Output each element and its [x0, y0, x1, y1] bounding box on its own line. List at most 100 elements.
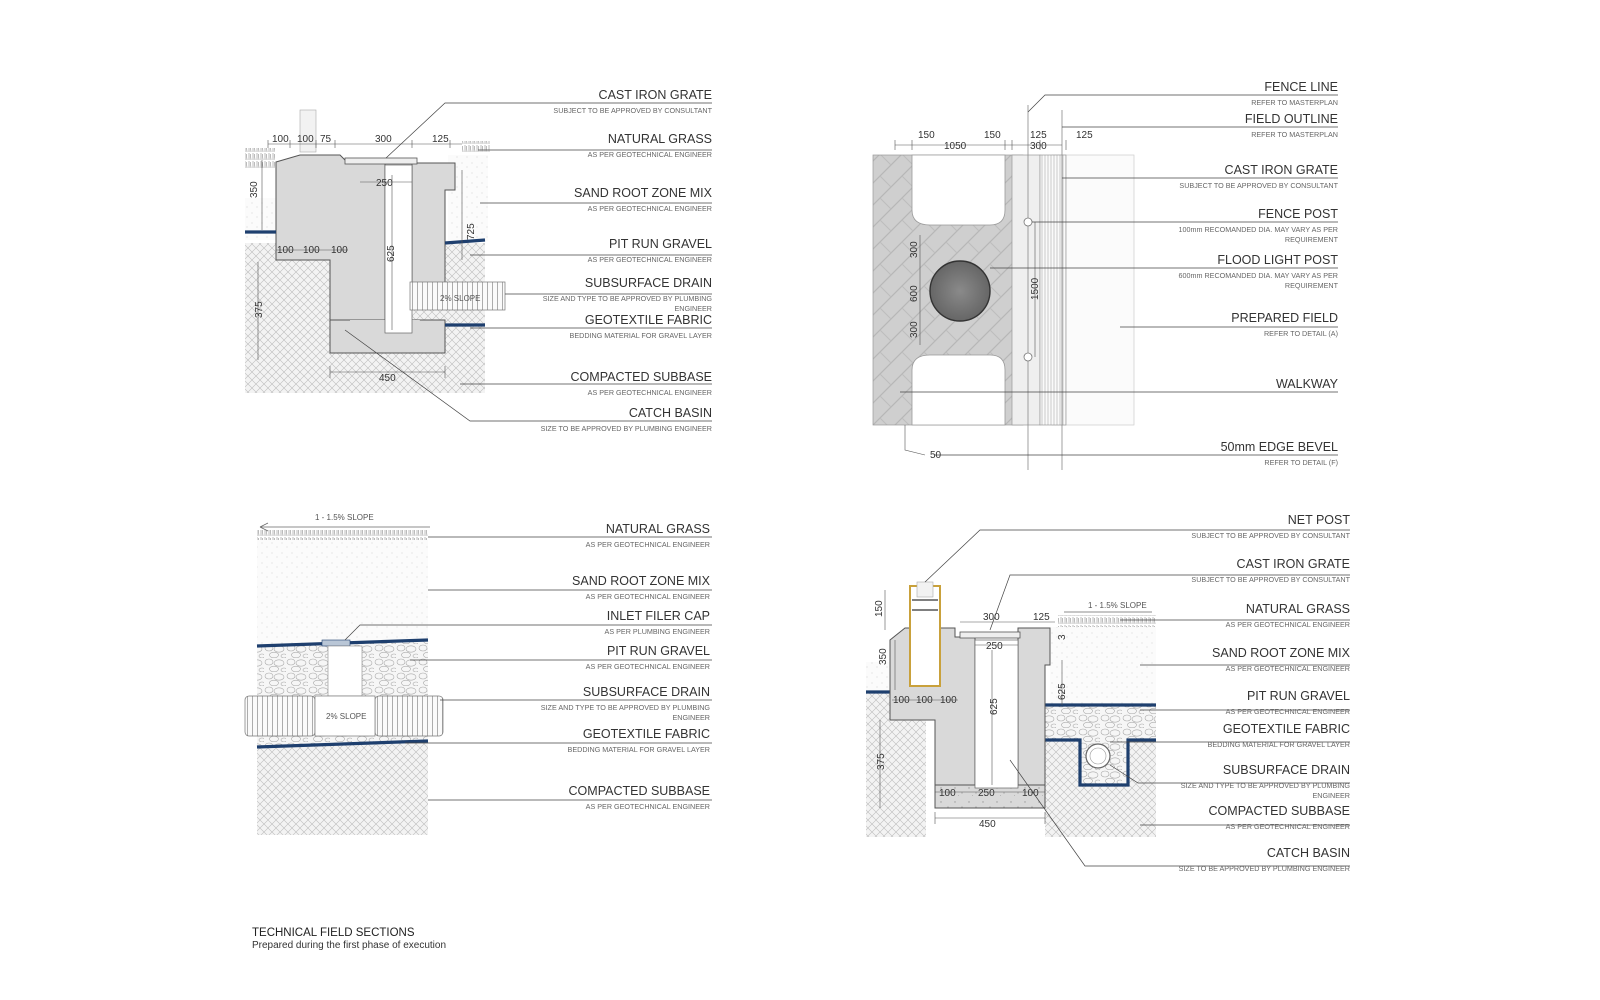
sec1-label-title-0: CAST IRON GRATE	[599, 88, 712, 102]
sec3-label-sub-1: AS PER GEOTECHNICAL ENGINEER	[586, 592, 710, 601]
sec1-label-sub-4: SIZE AND TYPE TO BE APPROVED BY PLUMBING	[543, 294, 713, 303]
sec3-label-title-2: INLET FILER CAP	[607, 609, 710, 623]
sec1-label-sub-3: AS PER GEOTECHNICAL ENGINEER	[588, 255, 712, 264]
subsurface-drain-pipe	[409, 281, 506, 311]
sec2-label-sub-1: REFER TO MASTERPLAN	[1251, 130, 1338, 139]
catch-basin-channel	[384, 164, 413, 334]
pit-run-gravel	[1045, 705, 1156, 740]
dim-100d: 100	[939, 788, 956, 799]
sec1-label-sub-0: SUBJECT TO BE APPROVED BY CONSULTANT	[553, 106, 712, 115]
dim-100e: 100	[1022, 788, 1039, 799]
section-plan-view: 150 1050 150 125 300 125 300 600 300 150…	[872, 80, 1339, 470]
dim-100e: 100	[331, 245, 348, 256]
field-cell-bottom	[911, 354, 1006, 426]
cast-iron-grate	[344, 157, 418, 165]
compacted-subbase	[257, 741, 428, 835]
sec1-label-title-7: CATCH BASIN	[629, 406, 712, 420]
sec4-label-sub-6: SIZE AND TYPE TO BE APPROVED BY PLUMBING	[1181, 781, 1351, 790]
dim-300a: 300	[909, 241, 920, 258]
sheet-subtitle: Prepared during the first phase of execu…	[252, 940, 446, 951]
fence-post-top	[1023, 217, 1033, 227]
leaders-sec3	[344, 536, 712, 801]
dim-725: 725	[466, 223, 477, 240]
dim-125: 125	[432, 134, 449, 145]
dim-125b: 125	[1076, 130, 1093, 141]
dim-300b: 300	[909, 321, 920, 338]
sec2-label-sub-3: 100mm RECOMANDED DIA. MAY VARY AS PER	[1179, 225, 1339, 234]
sec4-label-title-8: CATCH BASIN	[1267, 846, 1350, 860]
sec2-label-title-2: CAST IRON GRATE	[1225, 163, 1338, 177]
dim-100b: 100	[297, 134, 314, 145]
sec4-label-sub-1: SUBJECT TO BE APPROVED BY CONSULTANT	[1191, 575, 1350, 584]
dim-100a: 100	[893, 695, 910, 706]
dim-3: 3	[1057, 634, 1068, 640]
dimensions-sec4: 150 300 125 250 3 350 625 100 100 100 62…	[874, 590, 1068, 830]
sec1-label-title-2: SAND ROOT ZONE MIX	[574, 186, 713, 200]
sec2-label-title-5: PREPARED FIELD	[1231, 311, 1338, 325]
dim-450: 450	[979, 819, 996, 830]
sec4-label-title-7: COMPACTED SUBBASE	[1209, 804, 1350, 818]
dim-100c: 100	[940, 695, 957, 706]
cast-iron-grate	[959, 631, 1021, 639]
sec3-label-title-1: SAND ROOT ZONE MIX	[572, 574, 711, 588]
sec4-label-sub-8: SIZE TO BE APPROVED BY PLUMBING ENGINEER	[1179, 864, 1350, 873]
dim-50: 50	[930, 450, 942, 461]
natural-grass	[1058, 615, 1156, 627]
dim-250b: 250	[978, 788, 995, 799]
catch-basin-right-wall	[1017, 627, 1051, 809]
sec2-label-sub-4: 600mm RECOMANDED DIA. MAY VARY AS PER	[1179, 271, 1339, 280]
sand-root-zone	[257, 540, 428, 646]
sec1-label-sub-1: AS PER GEOTECHNICAL ENGINEER	[588, 150, 712, 159]
dim-375: 375	[876, 753, 887, 770]
dim-300-plan: 300	[1030, 141, 1047, 152]
sec3-label-sub-6: AS PER GEOTECHNICAL ENGINEER	[586, 802, 710, 811]
section4-labels: NET POST SUBJECT TO BE APPROVED BY CONSUL…	[1179, 513, 1351, 873]
sec1-label-sub-7: SIZE TO BE APPROVED BY PLUMBING ENGINEER	[541, 424, 712, 433]
sheet-title: TECHNICAL FIELD SECTIONS	[252, 927, 415, 939]
dim-100c: 100	[277, 245, 294, 256]
sec4-label-sub-2: AS PER GEOTECHNICAL ENGINEER	[1226, 620, 1350, 629]
dim-250: 250	[986, 641, 1003, 652]
dim-150a: 150	[918, 130, 935, 141]
sec4-label-sub-5: BEDDING MATERIAL FOR GRAVEL LAYER	[1208, 740, 1350, 749]
section3-labels: NATURAL GRASS AS PER GEOTECHNICAL ENGINEE…	[541, 522, 711, 811]
sec4-label-title-4: PIT RUN GRAVEL	[1247, 689, 1350, 703]
sec1-label-title-4: SUBSURFACE DRAIN	[585, 276, 712, 290]
sec3-label-sub-5: BEDDING MATERIAL FOR GRAVEL LAYER	[568, 745, 710, 754]
dim-625: 625	[386, 245, 397, 262]
section-catch-basin-edge: 2% SLOPE 100 100 75 300 125 250 350 100 …	[245, 88, 713, 433]
sec1-label-sub-2: AS PER GEOTECHNICAL ENGINEER	[588, 204, 712, 213]
dim-100b: 100	[916, 695, 933, 706]
dim-1500: 1500	[1030, 277, 1041, 300]
natural-grass	[257, 530, 428, 540]
sec4-label-title-0: NET POST	[1288, 513, 1351, 527]
sec1-label-title-1: NATURAL GRASS	[608, 132, 712, 146]
dim-350: 350	[878, 648, 889, 665]
sec2-label-title-7: 50mm EDGE BEVEL	[1221, 440, 1338, 454]
sec2-label-sub-5: REFER TO DETAIL (A)	[1264, 329, 1338, 338]
sec2-label-title-3: FENCE POST	[1258, 207, 1338, 221]
net-post	[909, 585, 941, 687]
sec4-label-title-3: SAND ROOT ZONE MIX	[1212, 646, 1351, 660]
sec2-label-sub-0: REFER TO MASTERPLAN	[1251, 98, 1338, 107]
sec2-label-sub2-4: REQUIREMENT	[1285, 281, 1339, 290]
leaders-plan	[900, 94, 1338, 456]
dim-300: 300	[983, 612, 1000, 623]
sand-root-zone	[1050, 627, 1156, 705]
sec4-label-sub-4: AS PER GEOTECHNICAL ENGINEER	[1226, 707, 1350, 716]
dim-100a: 100	[272, 134, 289, 145]
sec4-label-title-2: NATURAL GRASS	[1246, 602, 1350, 616]
dim-slope: 2% SLOPE	[440, 294, 480, 303]
dim-600: 600	[909, 285, 920, 302]
sec4-label-title-1: CAST IRON GRATE	[1237, 557, 1350, 571]
sec1-label-sub-6: AS PER GEOTECHNICAL ENGINEER	[588, 388, 712, 397]
sec4-label-sub-3: AS PER GEOTECHNICAL ENGINEER	[1226, 664, 1350, 673]
sec4-label-title-6: SUBSURFACE DRAIN	[1223, 763, 1350, 777]
sec3-label-title-0: NATURAL GRASS	[606, 522, 710, 536]
sec3-label-sub-3: AS PER GEOTECHNICAL ENGINEER	[586, 662, 710, 671]
sec3-label-sub2-4: ENGINEER	[672, 713, 710, 722]
sec3-label-title-6: COMPACTED SUBBASE	[569, 784, 710, 798]
sec4-label-sub-0: SUBJECT TO BE APPROVED BY CONSULTANT	[1191, 531, 1350, 540]
